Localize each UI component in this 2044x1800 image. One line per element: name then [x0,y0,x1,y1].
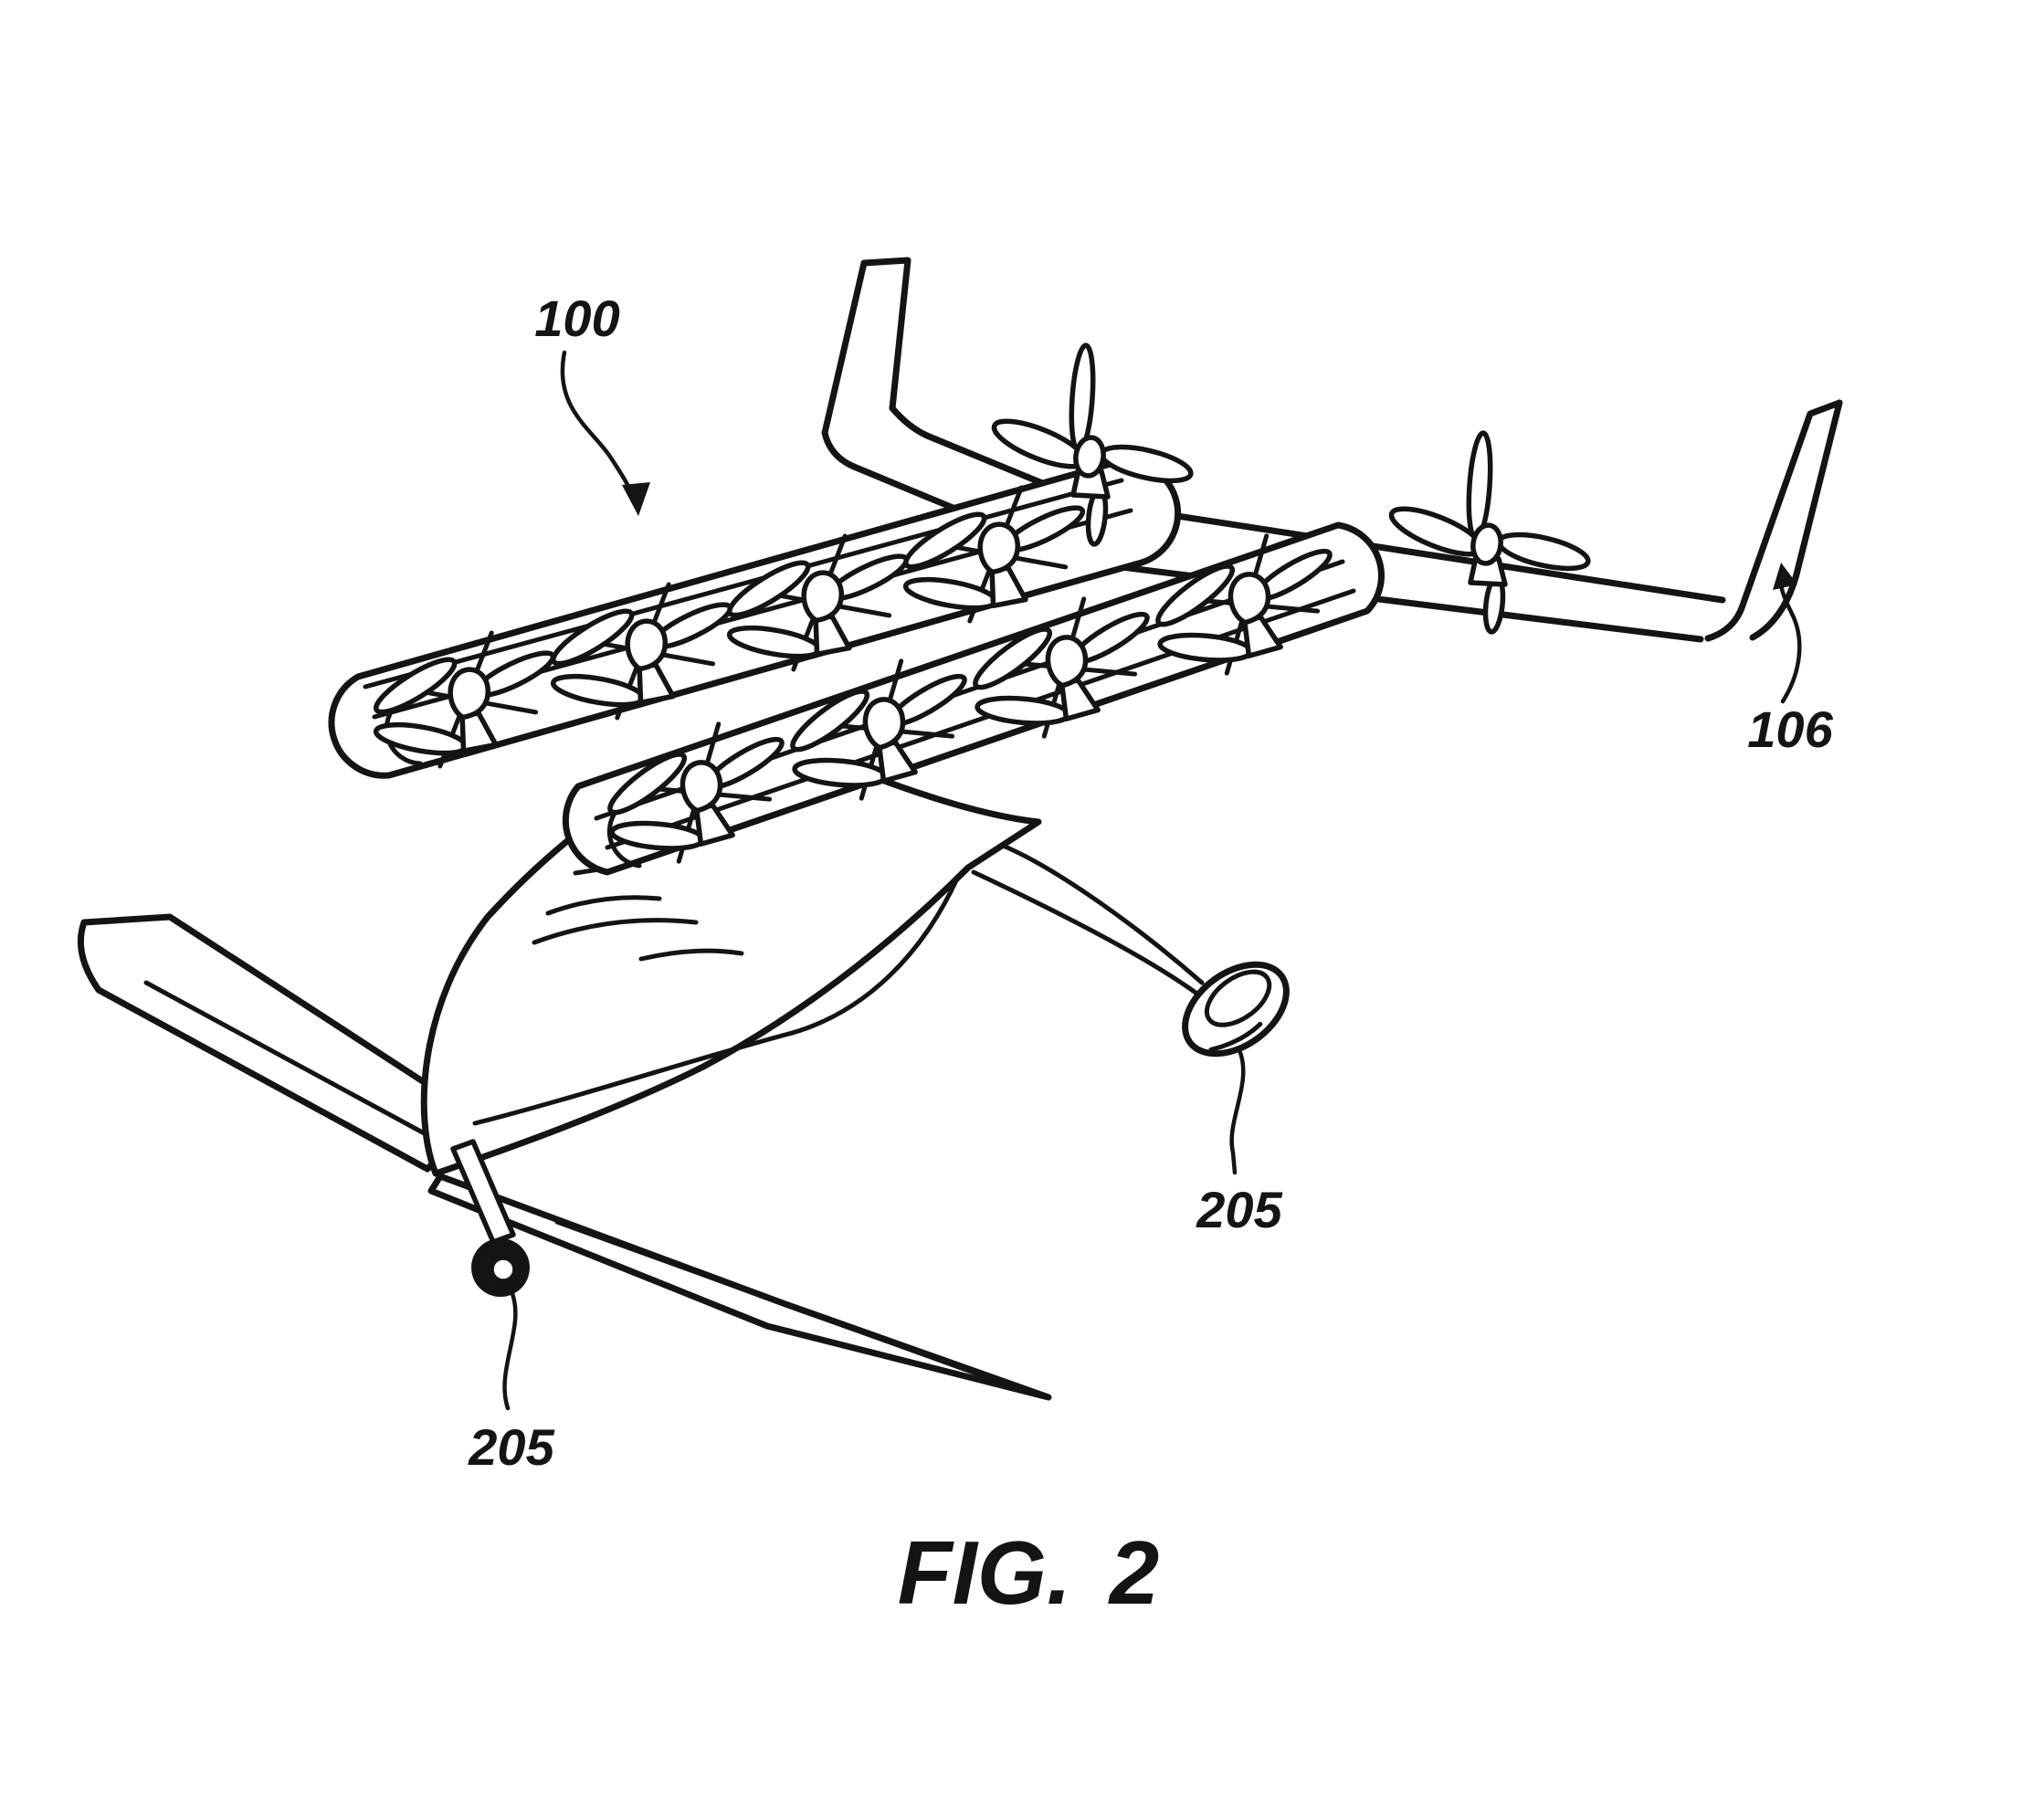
leader-100 [560,350,638,505]
caption-number: 2 [1108,1522,1160,1623]
tail-fin-106 [1704,399,1843,642]
right-boom-inner-cap [606,805,642,868]
leader-205-front [502,1289,518,1411]
front-wing [77,913,1052,1401]
figure-caption: FIG. 2 [898,1522,1160,1623]
rear-wheel [1182,961,1290,1058]
front-wing-left-flap-line [143,980,432,1139]
landing-gear [450,843,1290,1297]
fuselage-chine-line [472,876,960,1126]
label-205-rear: 205 [1196,1181,1282,1238]
left-boom-rail [363,478,1124,689]
caption-prefix: FIG. [898,1522,1072,1623]
rear-wing-leading-edge [889,405,1726,604]
front-gear-strut [450,1139,516,1245]
label-100: 100 [534,289,619,347]
front-wheel [450,1139,530,1297]
rear-gear-strut [971,843,1208,1003]
fuselage-accent-line [638,948,744,962]
left-winglet [821,257,911,470]
fuselage-accent-line [532,918,699,945]
front-wing-right-flap-line [554,1219,989,1380]
label-205-front: 205 [468,1418,554,1476]
fuselage-accent-line [545,895,662,916]
leader-205-rear [1229,1047,1246,1175]
label-106: 106 [1747,700,1833,758]
right-boom-rail [605,588,1356,850]
leader-lines [502,350,1802,1411]
leader-100-arrowhead [622,482,650,516]
right-rotor-boom [562,518,1385,880]
leader-106-arrowhead [1773,563,1797,590]
